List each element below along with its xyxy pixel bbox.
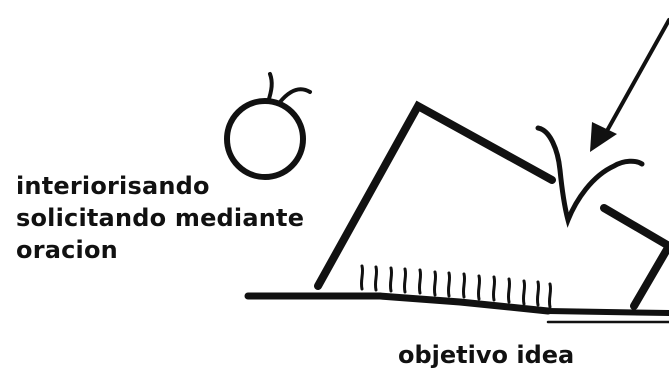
tilted-house-right <box>600 204 669 250</box>
label-line-1: interiorisando <box>16 172 210 200</box>
tilted-house-left <box>314 100 556 290</box>
arrow-icon <box>590 18 669 152</box>
ground-line <box>244 292 552 315</box>
left-text-block: interiorisando solicitando mediante orac… <box>16 170 304 266</box>
ground-line-right <box>545 308 669 324</box>
caption: objetivo idea <box>398 341 575 369</box>
grass-blades <box>359 264 553 309</box>
apple-icon <box>224 72 312 180</box>
label-line-2: solicitando mediante <box>16 204 305 232</box>
opening-shape <box>535 125 645 228</box>
label-line-3: oracion <box>16 236 118 264</box>
right-post <box>630 242 669 310</box>
